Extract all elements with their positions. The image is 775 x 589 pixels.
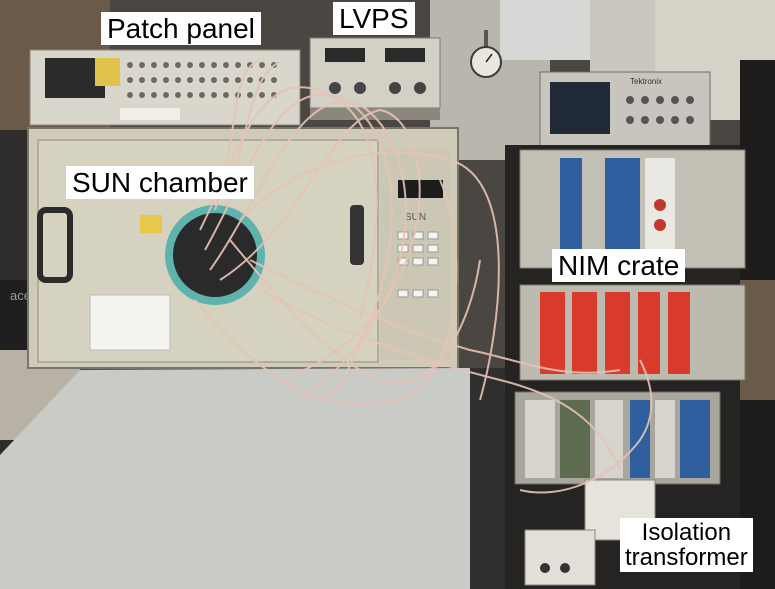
- patch-panel: [29, 49, 301, 126]
- isolation-transformer-label: Isolation transformer: [620, 518, 753, 573]
- bench-top: [0, 368, 495, 589]
- isolation-transformer-label-line2: transformer: [625, 544, 748, 572]
- lvps-unit: [309, 37, 441, 120]
- nim-crate-label: NIM crate: [552, 249, 686, 283]
- isolation-transformer-label-line1: Isolation: [641, 519, 732, 546]
- lower-module-crate: [514, 391, 721, 485]
- patch-panel-label: Patch panel: [101, 12, 261, 46]
- sun-chamber: SUN: [27, 127, 459, 369]
- wall-gauge: [470, 30, 502, 78]
- oscilloscope-brand-text: Tektronix: [630, 77, 662, 86]
- lvps-label: LVPS: [333, 2, 415, 36]
- oscilloscope: Tektronix: [539, 71, 711, 151]
- sun-chamber-label: SUN chamber: [66, 166, 254, 200]
- chamber-brand-text: SUN: [405, 212, 426, 223]
- nim-crate: [519, 284, 746, 381]
